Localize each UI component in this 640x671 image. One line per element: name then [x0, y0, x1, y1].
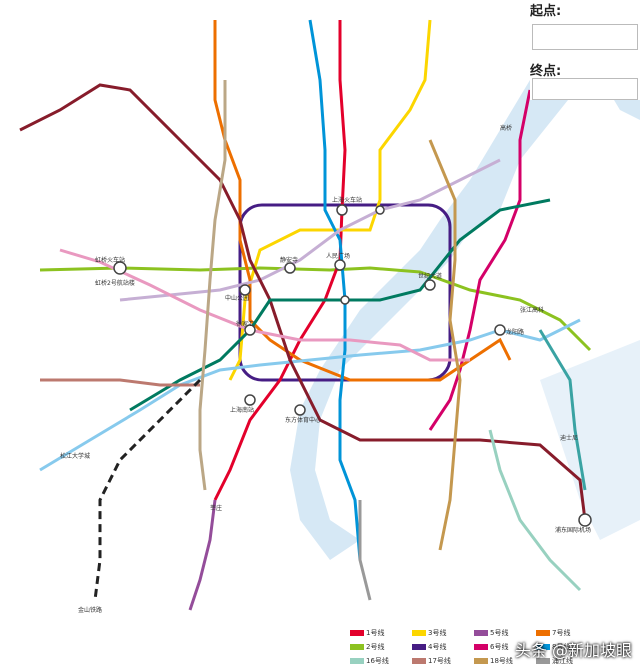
label-gaoqiao: 高桥: [500, 124, 512, 132]
label-peoples-square: 人民广场: [326, 252, 350, 260]
label-hongqiao-t2: 虹桥2号航站楼: [95, 279, 135, 287]
line-16: [488, 429, 582, 592]
line-5: [188, 499, 217, 611]
jinshan-railway: [93, 378, 202, 601]
legend-swatch: [350, 658, 364, 664]
legend-label: 3号线: [428, 629, 447, 637]
line-12: [129, 198, 551, 412]
legend-swatch: [536, 644, 550, 650]
legend-item: 16号线: [350, 656, 389, 666]
station-hongqiao-hub: [113, 261, 127, 275]
station-longyang-road: [494, 324, 506, 336]
station-pudong-airport: [578, 513, 592, 527]
legend-item: 17号线: [412, 656, 451, 666]
legend-label: 4号线: [428, 643, 447, 651]
label-longyang-road: 龙阳路: [506, 328, 524, 336]
legend-item: 7号线: [536, 628, 570, 638]
legend-swatch: [350, 630, 364, 636]
line-18: [428, 139, 462, 551]
legend-swatch: [412, 630, 426, 636]
legend-swatch: [474, 658, 488, 664]
label-hongqiao-hub: 虹桥火车站: [95, 256, 125, 264]
line-pujiang: [358, 500, 372, 601]
station-shanghai-south: [244, 394, 256, 406]
line-2: [39, 266, 592, 352]
legend-item: 1号线: [350, 628, 384, 638]
label-disney: 迪士尼: [560, 434, 578, 442]
station-jingan-temple: [284, 262, 296, 274]
legend-label: 17号线: [428, 657, 451, 665]
legend-item: 3号线: [412, 628, 446, 638]
line-15: [198, 80, 227, 491]
station-peoples-square: [334, 259, 346, 271]
legend-label: 1号线: [366, 629, 385, 637]
line-17: [40, 378, 200, 387]
label-jinshan-railway: 金山铁路: [78, 606, 102, 614]
station-laoximen: [340, 295, 350, 305]
legend-swatch: [350, 644, 364, 650]
line-airport-link: [538, 329, 587, 491]
legend-item: 8号线: [536, 642, 570, 652]
legend-item: 4号线: [412, 642, 446, 652]
station-xujiahui: [244, 324, 256, 336]
line-3: [228, 19, 432, 381]
start-input[interactable]: [532, 24, 638, 50]
line-6: [428, 89, 532, 431]
legend-item: 2号线: [350, 642, 384, 652]
end-label: 终点:: [530, 64, 562, 79]
station-century-avenue: [424, 279, 436, 291]
label-xujiahui: 徐家汇: [236, 320, 254, 328]
label-xinzhuang: 莘庄: [210, 504, 222, 512]
interchange-stations: [113, 204, 592, 527]
legend-label: 7号线: [552, 629, 571, 637]
line-7: [213, 20, 512, 382]
end-input[interactable]: [532, 78, 638, 100]
legend-label: 6号线: [490, 643, 509, 651]
label-zhongshan-park: 中山公园: [225, 294, 249, 302]
legend-label: 8号线: [552, 643, 571, 651]
label-shanghai-station: 上海火车站: [332, 196, 362, 204]
legend-item: 5号线: [474, 628, 508, 638]
label-pudong-airport: 浦东国际机场: [555, 526, 591, 534]
legend-swatch: [536, 630, 550, 636]
legend-item: 浦江线: [536, 656, 573, 666]
station-shanghai-station: [336, 204, 348, 216]
start-label: 起点:: [530, 4, 562, 19]
legend-label: 18号线: [490, 657, 513, 665]
label-century-avenue: 世纪大道: [418, 272, 442, 280]
label-zhangjiang: 张江高科: [520, 306, 544, 314]
route-panel: 起点: 终点:: [530, 0, 640, 100]
station-zhongshan-park: [239, 284, 251, 296]
legend-label: 2号线: [366, 643, 385, 651]
legend-label: 浦江线: [552, 657, 573, 665]
label-songjiang-univ: 松江大学城: [60, 452, 90, 460]
label-shanghai-south: 上海南站: [230, 406, 254, 414]
line-10: [119, 158, 501, 302]
legend-swatch: [474, 644, 488, 650]
legend-item: 18号线: [474, 656, 513, 666]
legend-swatch: [474, 630, 488, 636]
station-oriental-sports: [294, 404, 306, 416]
watermark: 头条 @新加坡眼: [514, 641, 632, 660]
label-jingan-temple: 静安寺: [280, 256, 298, 264]
legend-swatch: [412, 644, 426, 650]
label-oriental-sports: 东方体育中心: [285, 416, 321, 424]
line-13: [59, 248, 470, 362]
coast-water: [540, 340, 640, 540]
legend-swatch: [536, 658, 550, 664]
station-baoshan: [375, 205, 385, 215]
legend-item: 6号线: [474, 642, 508, 652]
legend-label: 5号线: [490, 629, 509, 637]
legend-label: 16号线: [366, 657, 389, 665]
legend-swatch: [412, 658, 426, 664]
line-legend: 1号线 3号线 5号线 7号线 2号线 4号线 6号线 8号线 16号线 17号线 18号线 浦江线: [330, 610, 640, 671]
